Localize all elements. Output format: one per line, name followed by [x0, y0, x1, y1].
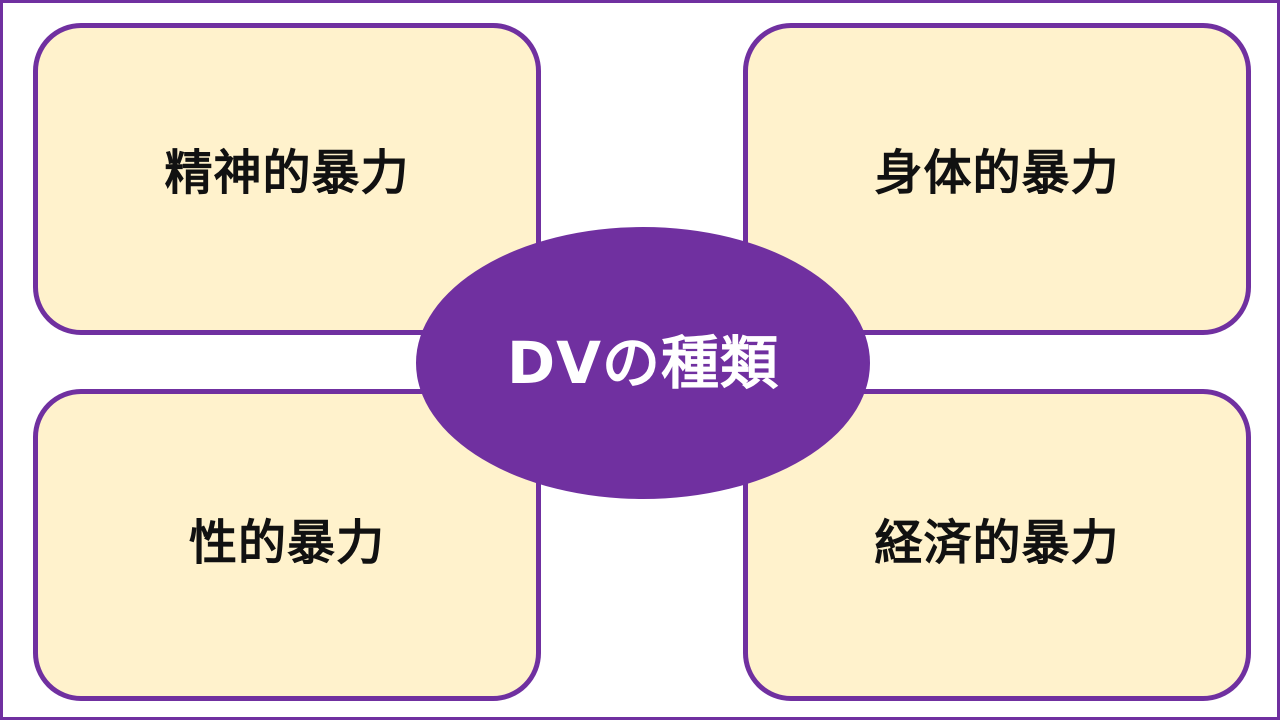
box-label-economic-violence: 経済的暴力	[874, 515, 1120, 571]
box-label-physical-violence: 身体的暴力	[874, 145, 1120, 201]
box-physical-violence: 身体的暴力	[743, 23, 1251, 335]
box-label-sexual-violence: 性的暴力	[188, 515, 385, 571]
center-title: DVの種類	[506, 329, 780, 397]
box-economic-violence: 経済的暴力	[743, 389, 1251, 701]
center-ellipse: DVの種類	[416, 227, 870, 499]
box-psychological-violence: 精神的暴力	[33, 23, 541, 335]
box-label-psychological-violence: 精神的暴力	[164, 145, 410, 201]
